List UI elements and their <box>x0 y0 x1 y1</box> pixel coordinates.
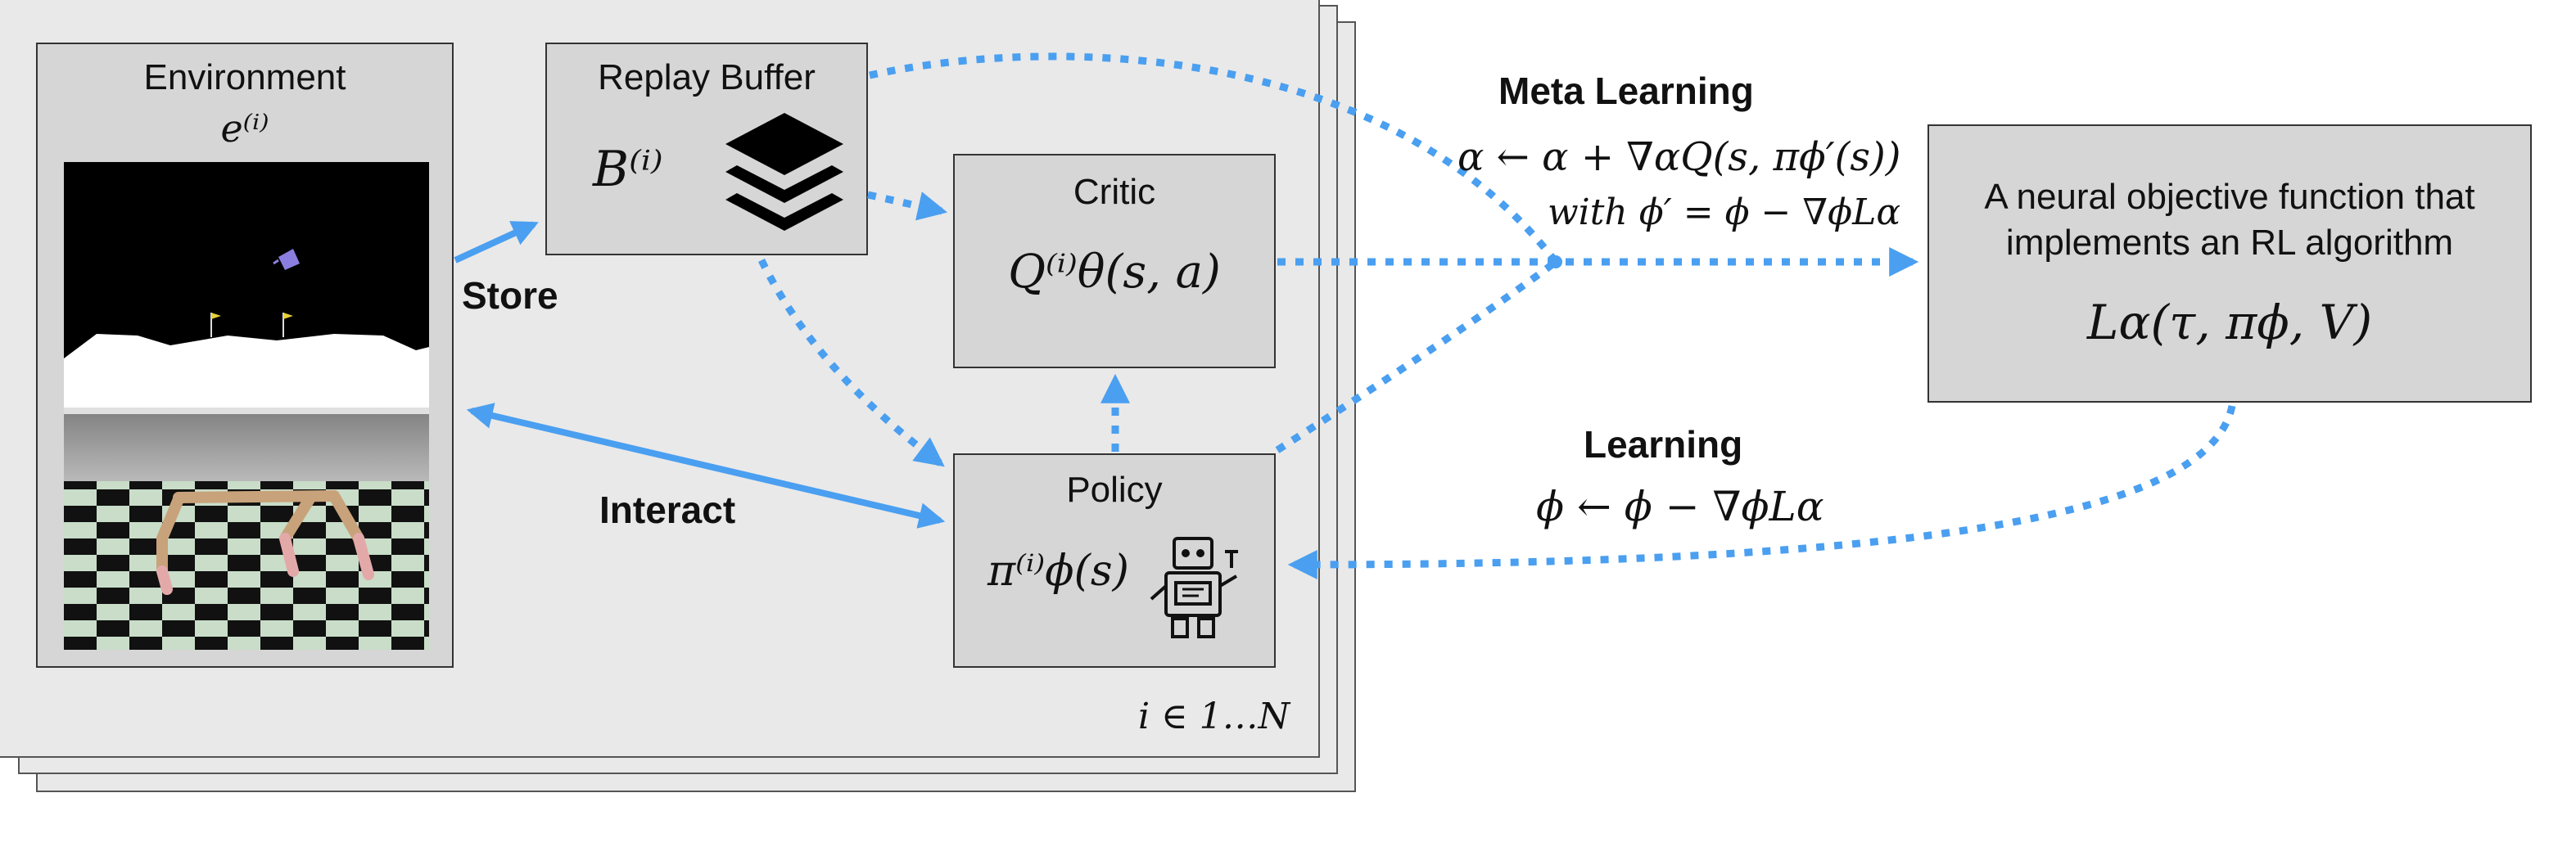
buffer-to-policy-arrow <box>757 259 945 467</box>
replay-buffer-math: B⁽ⁱ⁾ <box>593 141 663 198</box>
interact-label: Interact <box>599 489 736 531</box>
objective-box: A neural objective function that impleme… <box>1927 124 2532 403</box>
objective-line1: A neural objective function that <box>1984 177 2475 217</box>
policy-title: Policy <box>1066 470 1163 510</box>
critic-title: Critic <box>1073 172 1156 212</box>
buffer-to-meta-arrow <box>869 52 1559 264</box>
interact-arrow <box>466 403 946 529</box>
critic-math: Q⁽ⁱ⁾θ(s, a) <box>1008 246 1221 299</box>
store-label: Store <box>462 274 558 317</box>
layers-icon <box>725 113 843 231</box>
store-arrow <box>454 221 539 264</box>
objective-line2: implements an RL algorithm <box>2005 223 2454 263</box>
replay-buffer-box: Replay Buffer B⁽ⁱ⁾ <box>545 43 868 255</box>
index-label: i ∈ 1…N <box>1138 696 1290 737</box>
learning-eq: ϕ ← ϕ − ∇ϕLα <box>1536 483 1824 530</box>
policy-box: Policy π⁽ⁱ⁾ϕ(s) <box>953 453 1276 668</box>
environment-math: e⁽ⁱ⁾ <box>220 106 269 151</box>
meta-learning-eq2: with ϕ′ = ϕ − ∇ϕLα <box>1548 191 1901 233</box>
meta-learning-eq1: α ← α + ∇αQ(s, πϕ′(s)) <box>1457 134 1901 180</box>
meta-junction <box>1549 255 1562 268</box>
policy-math: π⁽ⁱ⁾ϕ(s) <box>987 547 1129 596</box>
robot-icon <box>1150 537 1238 638</box>
walker-image <box>64 408 429 650</box>
policy-to-meta-arrow <box>1275 259 1558 453</box>
lunar-lander-image <box>64 249 429 408</box>
buffer-to-critic-arrow <box>867 191 948 221</box>
critic-box: Critic Q⁽ⁱ⁾θ(s, a) <box>953 154 1276 368</box>
learning-label: Learning <box>1584 423 1743 466</box>
environment-box: Environment e⁽ⁱ⁾ <box>36 43 454 668</box>
walker-scene <box>64 408 429 650</box>
environment-title: Environment <box>143 57 346 97</box>
lunar-lander-scene <box>64 162 429 408</box>
meta-learning-label: Meta Learning <box>1498 70 1754 112</box>
replay-buffer-title: Replay Buffer <box>598 57 816 97</box>
objective-math: Lα(τ, πϕ, V) <box>2086 295 2373 350</box>
